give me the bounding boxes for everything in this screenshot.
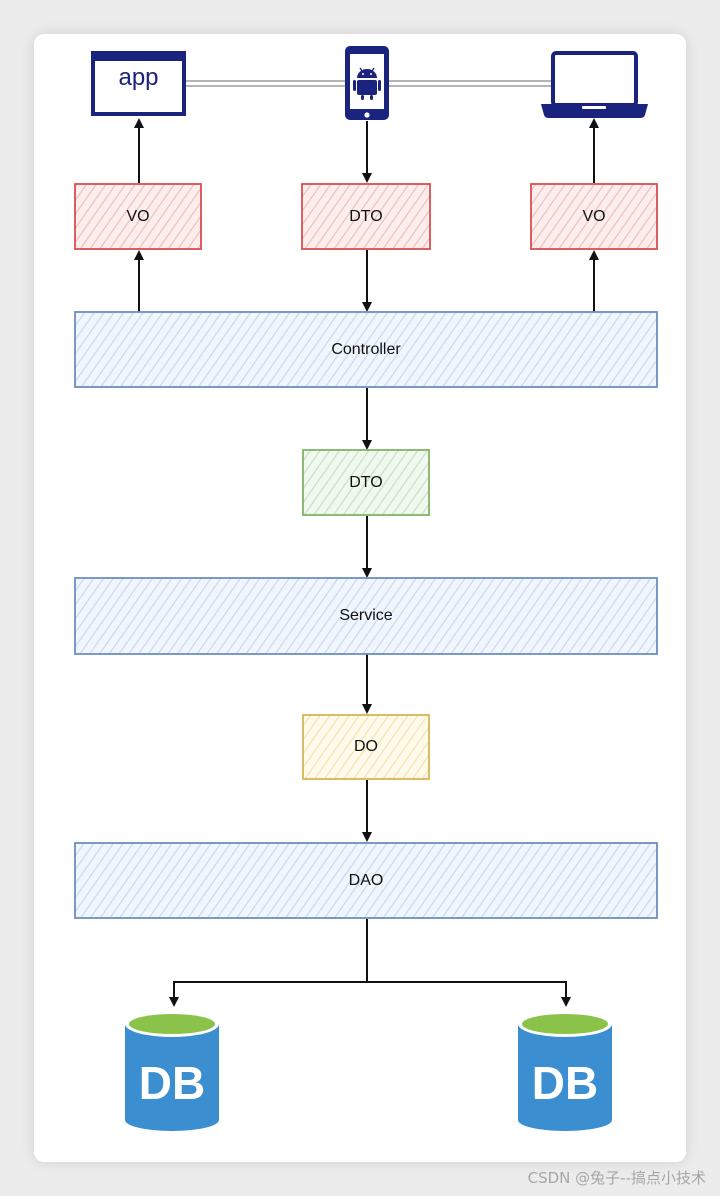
service-box [74, 577, 658, 655]
dto-top-label: DTO [349, 207, 383, 225]
arrow-dao-to-db-right [367, 981, 571, 1007]
vo-right-box [530, 183, 658, 250]
laptop-icon [541, 51, 648, 118]
vo-left-box [74, 183, 202, 250]
arrow-dao-to-db-left [169, 919, 368, 1007]
dto-middle-box [302, 449, 430, 516]
app-label: app [118, 64, 159, 91]
vo-right-label: VO [582, 207, 606, 225]
android-phone-icon [345, 46, 389, 120]
dao-label: DAO [348, 871, 384, 889]
controller-box [74, 311, 658, 388]
do-label: DO [354, 738, 378, 755]
dto-top-box [301, 183, 431, 250]
vo-left-label: VO [126, 207, 150, 225]
db-left-label: DB [138, 1057, 206, 1109]
flow-arrows [134, 118, 599, 1007]
app-window-icon [91, 51, 186, 116]
do-box [302, 714, 430, 780]
device-connector-lines [185, 80, 552, 87]
boxes [74, 183, 658, 919]
dao-box [74, 842, 658, 919]
database-icon-left [125, 1011, 219, 1131]
database-icon-right [518, 1011, 612, 1131]
csdn-watermark: CSDN @兔子--搞点小技术 [527, 1169, 706, 1187]
dto-middle-label: DTO [349, 473, 383, 491]
controller-label: Controller [331, 340, 401, 358]
android-logo-icon [353, 67, 381, 100]
service-label: Service [339, 607, 393, 624]
db-right-label: DB [531, 1057, 599, 1109]
